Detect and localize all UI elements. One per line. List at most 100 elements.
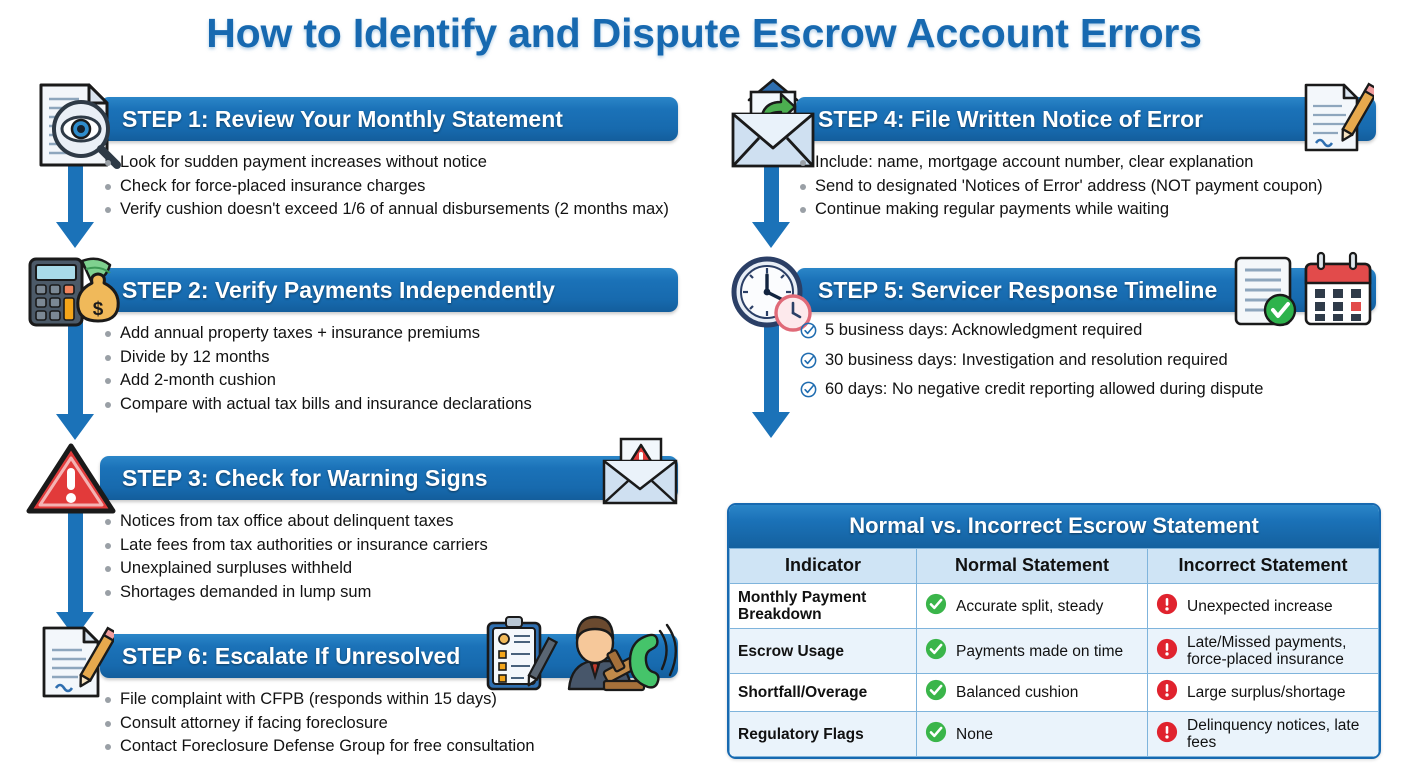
red-alert-icon (1156, 721, 1178, 748)
red-alert-icon (1156, 638, 1178, 665)
page-title: How to Identify and Dispute Escrow Accou… (206, 10, 1202, 56)
step-6-bullet-2: Consult attorney if facing foreclosure (120, 713, 388, 732)
step-3-bullet-3: Unexplained surpluses withheld (120, 559, 353, 577)
step-5-check-3: 60 days: No negative credit reporting al… (825, 380, 1264, 398)
step-2-bullets: Add annual property taxes + insurance pr… (105, 323, 532, 417)
row-4-indicator: Regulatory Flags (729, 711, 917, 757)
row-3-incorrect-text: Large surplus/shortage (1187, 684, 1346, 701)
clock-timer-icon (727, 255, 821, 335)
document-pencil-icon (36, 624, 119, 700)
step-1-bar: STEP 1: Review Your Monthly Statement (100, 97, 678, 141)
row-4-normal-text: None (956, 725, 994, 743)
green-check-icon (925, 638, 947, 665)
row-4-incorrect-text: Delinquency notices, late fees (1187, 717, 1360, 751)
row-1-indicator: Monthly Payment Breakdown (729, 583, 917, 629)
table-row: Regulatory Flags None (729, 711, 1379, 757)
step-3-bullet-4: Shortages demanded in lump sum (120, 582, 372, 601)
bullet-dot (105, 744, 111, 750)
bullet-dot (105, 207, 111, 213)
row-4-incorrect: Delinquency notices, late fees (1147, 711, 1379, 757)
clipboard-lawyer-phone-icon (484, 615, 678, 693)
flow-arrow-2-3 (56, 300, 95, 440)
step-5-checklist: 5 business days: Acknowledgment required… (800, 320, 1263, 409)
comparison-table-grid: Indicator Normal Statement Incorrect Sta… (729, 548, 1379, 757)
bullet-dot (800, 183, 806, 190)
step-5-bar: STEP 5: Servicer Response Timeline (796, 268, 1376, 312)
step-2-bullet-3: Add 2-month cushion (120, 371, 276, 389)
column-header-normal: Normal Statement (916, 548, 1148, 584)
step-6-bullets: File complaint with CFPB (responds withi… (105, 689, 535, 760)
step-2-bar: STEP 2: Verify Payments Independently (100, 268, 678, 312)
row-2-normal: Payments made on time (916, 628, 1148, 674)
step-6-bullet-1: File complaint with CFPB (responds withi… (120, 690, 497, 708)
bullet-dot (105, 401, 111, 408)
step-6-heading: STEP 6: Escalate If Unresolved (122, 642, 461, 669)
step-3-bar: STEP 3: Check for Warning Signs (100, 456, 678, 500)
table-row: Escrow Usage Payments made on time (729, 628, 1379, 674)
bullet-dot (105, 566, 111, 572)
step-4-bullet-3: Continue making regular payments while w… (815, 200, 1170, 218)
column-header-incorrect: Incorrect Statement (1147, 548, 1379, 584)
row-2-indicator: Escrow Usage (729, 628, 917, 674)
comparison-table: Normal vs. Incorrect Escrow Statement In… (727, 503, 1381, 759)
step-5-check-1: 5 business days: Acknowledgment required (825, 321, 1143, 339)
document-magnifier-eye-icon (33, 79, 125, 175)
flow-arrow-5-table (752, 300, 791, 438)
step-6-bullet-3: Contact Foreclosure Defense Group for fr… (120, 737, 535, 755)
row-3-indicator: Shortfall/Overage (729, 673, 917, 712)
row-2-incorrect: Late/Missed payments, force-placed insur… (1147, 628, 1379, 674)
bullet-dot (105, 331, 111, 337)
step-3-bullet-1: Notices from tax office about delinquent… (120, 512, 454, 530)
column-header-indicator: Indicator (729, 548, 917, 584)
green-check-icon (925, 679, 947, 706)
step-3-bullet-2: Late fees from tax authorities or insura… (120, 535, 488, 554)
step-3-heading: STEP 3: Check for Warning Signs (122, 464, 488, 491)
green-check-icon (925, 721, 947, 748)
step-1-heading: STEP 1: Review Your Monthly Statement (122, 105, 563, 132)
step-3-bullets: Notices from tax office about delinquent… (105, 511, 488, 605)
bullet-dot (800, 207, 806, 213)
step-4-bullets: Include: name, mortgage account number, … (800, 152, 1323, 223)
svg-text:$: $ (93, 299, 104, 320)
step-4-bar: STEP 4: File Written Notice of Error (796, 97, 1376, 141)
check-circle-icon (800, 381, 817, 405)
bullet-dot (105, 354, 111, 361)
table-header-row: Indicator Normal Statement Incorrect Sta… (729, 548, 1379, 584)
bullet-dot (105, 697, 111, 703)
bullet-dot (800, 160, 806, 166)
bullet-dot (105, 160, 111, 166)
step-2-bullet-1: Add annual property taxes + insurance pr… (120, 324, 480, 342)
step-2-bullet-2: Divide by 12 months (120, 347, 270, 366)
step-2-heading: STEP 2: Verify Payments Independently (122, 276, 555, 303)
envelope-send-icon (727, 78, 819, 170)
table-row: Shortfall/Overage Balanced cushion (729, 673, 1379, 712)
row-2-normal-text: Payments made on time (956, 642, 1124, 660)
row-1-incorrect: Unexpected increase (1147, 583, 1379, 629)
bullet-dot (105, 183, 111, 190)
row-1-incorrect-text: Unexpected increase (1187, 597, 1333, 615)
table-row: Monthly Payment Breakdown Accurate split… (729, 583, 1379, 629)
green-check-icon (925, 593, 947, 620)
bullet-dot (105, 378, 111, 384)
row-3-incorrect: Large surplus/shortage (1147, 673, 1379, 712)
calculator-money-bag-icon: $ (24, 253, 128, 331)
step-1-bullet-2: Check for force-placed insurance charges (120, 176, 426, 195)
step-5-heading: STEP 5: Servicer Response Timeline (818, 276, 1218, 303)
bullet-dot (105, 589, 111, 596)
step-5-check-2: 30 business days: Investigation and reso… (825, 350, 1228, 369)
step-1-bullets: Look for sudden payment increases withou… (105, 152, 669, 223)
step-4-bullet-2: Send to designated 'Notices of Error' ad… (815, 176, 1323, 195)
row-2-incorrect-text: Late/Missed payments, force-placed insur… (1187, 634, 1347, 668)
document-pencil-icon (1300, 82, 1380, 154)
bullet-dot (105, 519, 111, 525)
row-3-normal-text: Balanced cushion (956, 684, 1079, 701)
row-4-normal: None (916, 711, 1148, 757)
step-4-bullet-1: Include: name, mortgage account number, … (815, 153, 1254, 171)
row-3-normal: Balanced cushion (916, 673, 1148, 712)
red-alert-icon (1156, 679, 1178, 706)
step-1-bullet-3: Verify cushion doesn't exceed 1/6 of ann… (120, 200, 669, 218)
bullet-dot (105, 542, 111, 549)
comparison-table-title: Normal vs. Incorrect Escrow Statement (729, 505, 1379, 548)
row-1-normal: Accurate split, steady (916, 583, 1148, 629)
